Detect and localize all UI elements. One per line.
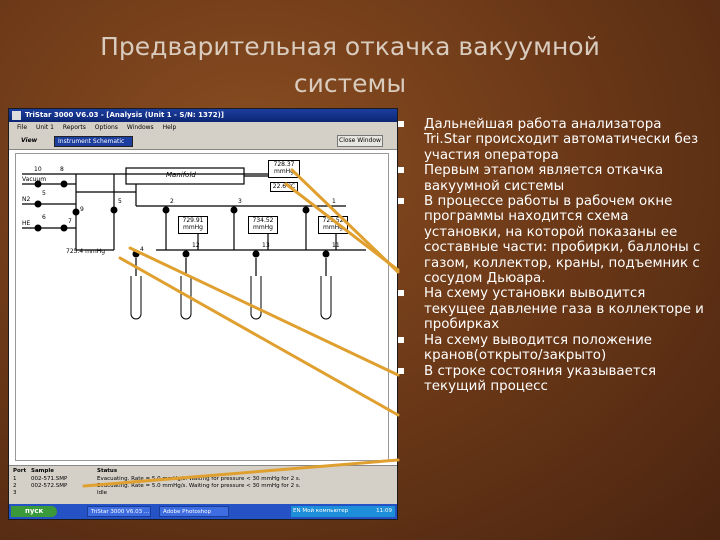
tray-language[interactable]: EN: [293, 508, 301, 514]
status-port: 3: [13, 490, 17, 496]
bullet-square-icon: [398, 198, 404, 205]
slide-title-line2: системы: [293, 69, 407, 98]
taskbar-item-tristar[interactable]: TriStar 3000 V6.03 ...: [87, 506, 151, 517]
port-pressure-value: 729.52: [322, 217, 344, 224]
status-port: 2: [13, 483, 17, 489]
start-button[interactable]: пуск: [11, 506, 57, 517]
port-pressure-unit: mmHg: [322, 224, 343, 231]
status-port: 1: [13, 476, 17, 482]
status-text: Evacuating. Rate = 5.0 mmHg/s. Waiting f…: [97, 476, 301, 482]
status-sample: 002-571.SMP: [31, 476, 68, 482]
port-pressure-unit: mmHg: [182, 224, 203, 231]
temperature-value: 22.6: [272, 183, 287, 190]
slide-title: Предварительная откачка вакуумной систем…: [40, 28, 660, 102]
bullet-text: В строке состояния указывается текущий п…: [424, 363, 657, 394]
bullet-square-icon: [398, 121, 404, 127]
bullet-square-icon: [398, 367, 404, 374]
bullet-item: В процессе работы в рабочем окне програм…: [398, 194, 708, 286]
menu-reports[interactable]: Reports: [62, 124, 86, 131]
port-pressure-readout: 729.52 mmHg: [318, 216, 348, 234]
tristar-screenshot: TriStar 3000 V6.03 - [Analysis (Unit 1 -…: [8, 108, 398, 520]
gas-label-n2: N2: [22, 196, 31, 203]
taskbar-item-photoshop[interactable]: Adobe Photoshop: [159, 506, 229, 517]
status-header-port: Port: [13, 468, 27, 474]
valve-number: 10: [34, 166, 42, 173]
status-header-status: Status: [97, 468, 118, 474]
valve-number: 12: [192, 242, 200, 249]
valve-number: 11: [332, 242, 340, 249]
bullet-item: На схему установки выводится текущее дав…: [398, 286, 708, 332]
view-label: View: [21, 137, 38, 144]
bullet-text: На схему установки выводится текущее дав…: [424, 286, 704, 333]
view-select[interactable]: Instrument Schematic: [54, 136, 133, 147]
app-titlebar: TriStar 3000 V6.03 - [Analysis (Unit 1 -…: [9, 109, 397, 122]
menu-options[interactable]: Options: [94, 124, 118, 131]
port-pressure-readout: 729.91 mmHg: [178, 216, 208, 234]
bullet-text: На схему выводится положение кранов(откр…: [424, 332, 653, 364]
bullet-list: Дальнейшая работа анализатора Tri.Star п…: [398, 117, 708, 394]
he-pressure: 725.4 mmHg: [66, 248, 106, 255]
bullet-item: На схему выводится положение кранов(откр…: [398, 333, 708, 364]
tray-computer-label[interactable]: Мой компьютер: [302, 508, 349, 514]
port-pressure-value: 734.52: [252, 217, 274, 224]
temperature-unit: °C: [288, 183, 296, 190]
app-toolbar: View Instrument Schematic Close Window: [9, 133, 397, 150]
valve-number: 9: [80, 206, 84, 213]
menu-file[interactable]: File: [17, 124, 28, 131]
system-tray: EN Мой компьютер 11:09: [291, 506, 395, 517]
valve-number: 3: [238, 198, 242, 205]
valve-number: 13: [262, 242, 270, 249]
app-window-title: TriStar 3000 V6.03 - [Analysis (Unit 1 -…: [25, 111, 224, 119]
valve-number: 6: [42, 214, 46, 221]
manifold-pressure-unit: mmHg: [273, 168, 294, 175]
status-sample: 002-572.SMP: [31, 483, 68, 489]
bullet-square-icon: [398, 167, 404, 174]
manifold-label: Manifold: [166, 171, 196, 179]
instrument-schematic: Vacuum N2 HE 725.4 mmHg 10 8 5 9 6 7 5 2…: [15, 153, 389, 461]
temperature-readout: 22.6 °C: [270, 182, 298, 192]
slide-title-line1: Предварительная откачка вакуумной: [100, 32, 600, 61]
app-icon: [12, 111, 21, 120]
valve-number: 5: [118, 198, 122, 205]
valve-number: 1: [332, 198, 336, 205]
status-text: Evacuating. Rate = 5.0 mmHg/s. Waiting f…: [97, 483, 301, 489]
status-table: Port Sample Status 1 002-571.SMP Evacuat…: [9, 465, 397, 504]
menu-unit[interactable]: Unit 1: [35, 124, 54, 131]
menu-windows[interactable]: Windows: [126, 124, 154, 131]
bullet-item: Дальнейшая работа анализатора Tri.Star п…: [398, 117, 708, 163]
valve-number: 7: [68, 218, 72, 225]
port-pressure-value: 729.91: [182, 217, 204, 224]
bullet-text: Первым этапом является откачка вакуумной…: [424, 163, 664, 194]
tray-clock: 11:09: [376, 508, 392, 514]
port-pressure-readout: 734.52 mmHg: [248, 216, 278, 234]
manifold-pressure-value: 728.37: [273, 161, 295, 168]
gas-label-vacuum: Vacuum: [22, 176, 47, 183]
valve-number: 4: [140, 246, 144, 253]
menu-help[interactable]: Help: [162, 124, 177, 131]
bullet-item: Первым этапом является откачка вакуумной…: [398, 163, 708, 194]
status-header-sample: Sample: [31, 468, 54, 474]
app-menubar: File Unit 1 Reports Options Windows Help: [9, 122, 397, 133]
port-pressure-unit: mmHg: [252, 224, 273, 231]
status-text: Idle: [97, 490, 108, 496]
windows-taskbar: пуск TriStar 3000 V6.03 ... Adobe Photos…: [9, 504, 397, 519]
valve-number: 5: [42, 190, 46, 197]
close-window-button[interactable]: Close Window: [337, 135, 383, 147]
valve-number: 8: [60, 166, 64, 173]
gas-label-he: HE: [22, 220, 31, 227]
bullet-square-icon: [398, 290, 404, 297]
bullet-text: Дальнейшая работа анализатора Tri.Star п…: [424, 117, 699, 163]
bullet-text: В процессе работы в рабочем окне програм…: [424, 194, 701, 287]
bullet-item: В строке состояния указывается текущий п…: [398, 364, 708, 395]
bullet-square-icon: [398, 336, 404, 343]
manifold-pressure-readout: 728.37 mmHg: [268, 160, 300, 178]
valve-number: 2: [170, 198, 174, 205]
